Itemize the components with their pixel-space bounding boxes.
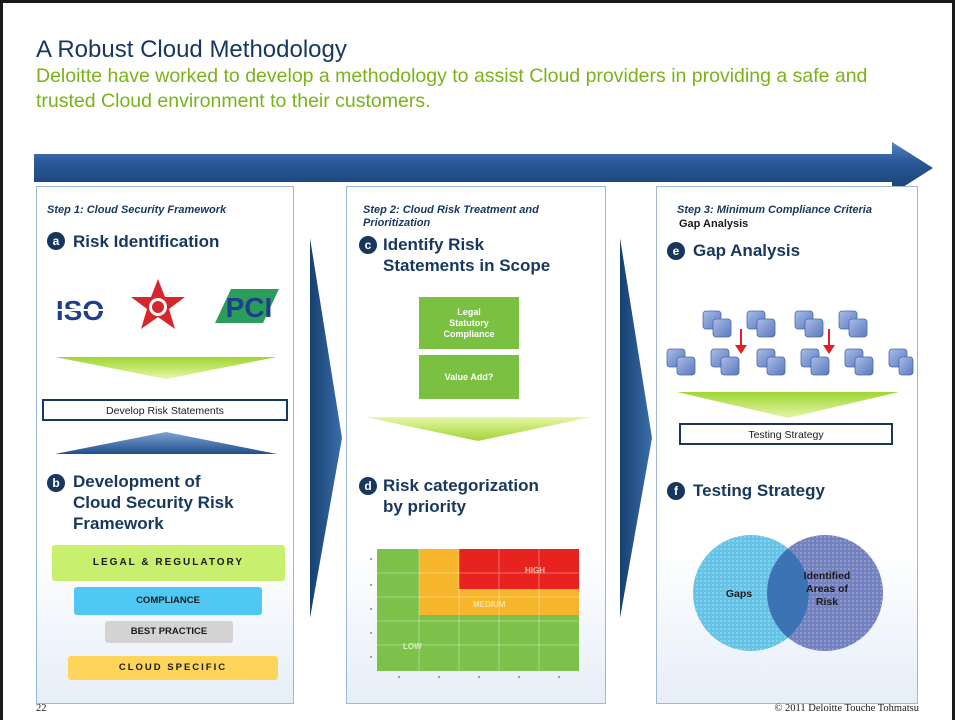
value-add-label: Value Add?: [444, 371, 494, 382]
step2-label-line1: Step 2: Cloud Risk Treatment and: [363, 204, 539, 216]
layer-best-practice: BEST PRACTICE: [105, 621, 233, 643]
compliance-line: Compliance: [443, 328, 495, 339]
step-divider-chevron-icon: [310, 238, 342, 618]
copyright: © 2011 Deloitte Touche Tohmatsu: [774, 703, 919, 714]
section-development-framework-line1: Development of: [73, 472, 201, 491]
section-risk-categorization-line2: by priority: [383, 497, 467, 516]
section-gap-analysis: Gap Analysis: [693, 241, 801, 260]
develop-risk-statements-box: Develop Risk Statements: [42, 399, 288, 421]
section-identify-risk-line1: Identify Risk: [383, 235, 485, 254]
section-testing-strategy: Testing Strategy: [693, 481, 825, 500]
slide-border-right: [952, 0, 955, 720]
process-arrow-icon: [34, 142, 933, 194]
value-add-box: Value Add?: [419, 355, 519, 399]
heatmap-medium-label: MEDIUM: [473, 600, 506, 609]
page-number: 22: [36, 703, 47, 714]
bullet-f: f: [667, 482, 685, 500]
venn-right-line2: Areas of: [806, 583, 849, 595]
bullet-e: e: [667, 242, 685, 260]
step2-panel: Step 2: Cloud Risk Treatment and Priorit…: [346, 186, 606, 704]
slide-border-top: [0, 0, 955, 3]
bullet-c: c: [359, 236, 377, 254]
pci-logo-icon: PCI: [215, 289, 279, 323]
step3-label: Step 3: Minimum Compliance Criteria: [677, 204, 872, 216]
section-development-framework-line2: Cloud Security Risk: [73, 493, 234, 512]
section-risk-identification: Risk Identification: [73, 232, 220, 251]
star-seal-logo-icon: [131, 279, 185, 329]
iso-logo-icon: ISO: [53, 295, 107, 326]
heatmap-high-label: HIGH: [525, 566, 545, 575]
down-chevron-icon: [365, 417, 591, 441]
legal-line: Legal: [457, 306, 481, 317]
step3-sublabel: Gap Analysis: [679, 218, 749, 230]
bullet-b: b: [47, 474, 65, 492]
venn-gaps-label: Gaps: [726, 588, 752, 600]
gap-analysis-blocks-icon: [666, 310, 914, 376]
venn-diagram: Gaps Identified Areas of Risk: [693, 535, 883, 651]
statutory-line: Statutory: [449, 317, 489, 328]
layer-legal-regulatory: LEGAL & REGULATORY: [52, 545, 285, 581]
venn-right-line1: Identified: [804, 570, 851, 582]
layer-cloud-specific: CLOUD SPECIFIC: [68, 656, 278, 680]
svg-text:PCI: PCI: [226, 292, 273, 323]
step-divider-chevron-icon: [620, 238, 652, 618]
heatmap-low-label: LOW: [403, 642, 422, 651]
step3-panel: Step 3: Minimum Compliance Criteria Gap …: [656, 186, 918, 704]
venn-right-line3: Risk: [816, 596, 838, 608]
slide-border-left: [0, 0, 3, 720]
legal-statutory-compliance-box: Legal Statutory Compliance: [419, 297, 519, 349]
bullet-d: d: [359, 477, 377, 495]
slide-subtitle: Deloitte have worked to develop a method…: [36, 65, 868, 112]
bullet-a: a: [47, 232, 65, 250]
slide-title: A Robust Cloud Methodology: [36, 36, 347, 63]
down-chevron-icon: [55, 357, 277, 379]
section-risk-categorization-line1: Risk categorization: [383, 476, 539, 495]
step2-label-line2: Prioritization: [363, 217, 431, 229]
section-development-framework-line3: Framework: [73, 514, 164, 533]
risk-heatmap: HIGH MEDIUM LOW: [370, 549, 579, 678]
layer-compliance: COMPLIANCE: [74, 587, 262, 615]
step1-panel: Step 1: Cloud Security Framework a Risk …: [36, 186, 294, 704]
section-identify-risk-line2: Statements in Scope: [383, 256, 551, 275]
up-chevron-icon: [55, 432, 277, 454]
down-chevron-icon: [677, 392, 899, 418]
step1-label: Step 1: Cloud Security Framework: [47, 204, 227, 216]
testing-strategy-box: Testing Strategy: [679, 423, 893, 445]
